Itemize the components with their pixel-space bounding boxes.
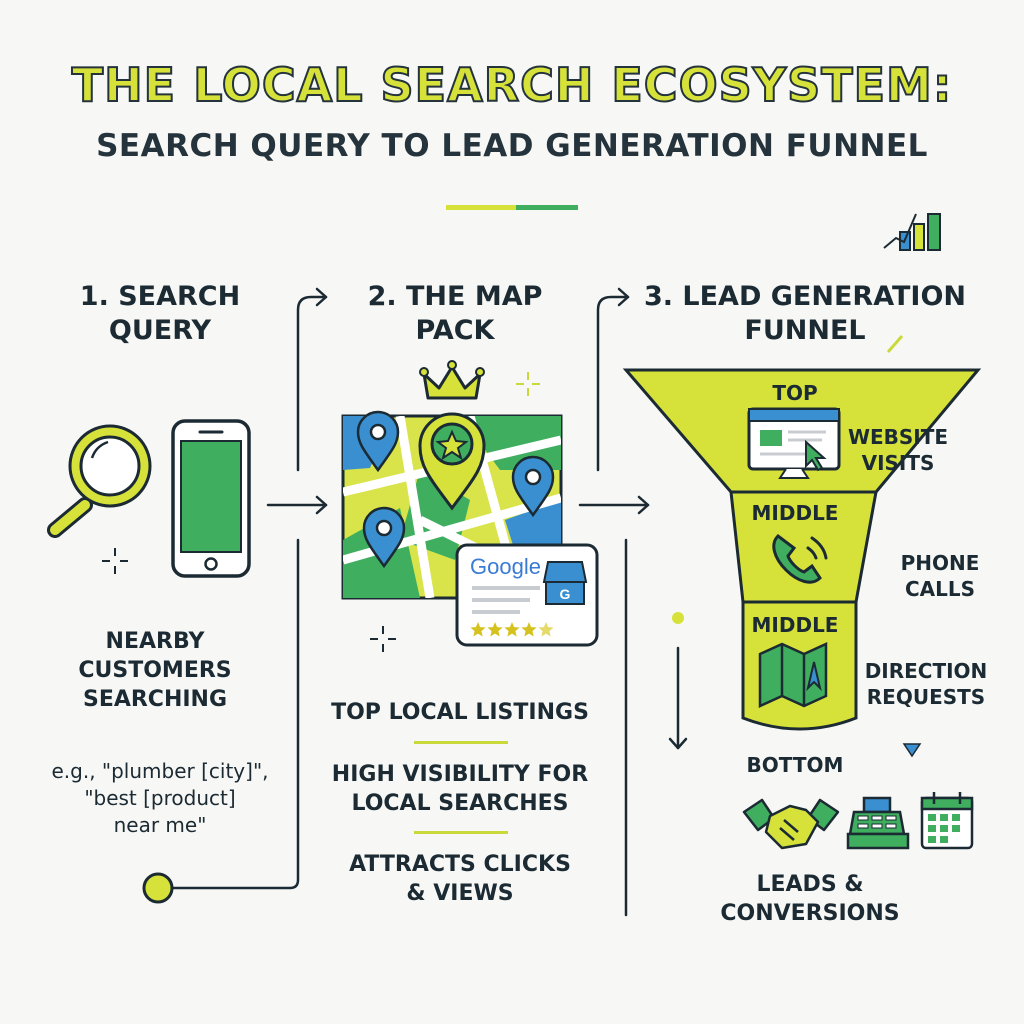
step1-example-line: "best [product] xyxy=(84,786,236,810)
step1-example-line: near me" xyxy=(113,813,207,837)
smartphone-icon xyxy=(171,419,251,578)
stage-phone-calls: PHONE CALLS xyxy=(880,550,1000,602)
step1-title-line: 1. SEARCH xyxy=(79,281,241,312)
sparkle-icon xyxy=(516,372,540,396)
benefit-divider xyxy=(414,831,508,834)
outcome-line: CONVERSIONS xyxy=(720,901,900,926)
card-badge: G xyxy=(560,586,571,602)
step3-title-line: FUNNEL xyxy=(744,315,866,346)
step1-caption: NEARBY CUSTOMERS SEARCHING xyxy=(40,627,270,714)
page-subtitle: SEARCH QUERY TO LEAD GENERATION FUNNEL xyxy=(96,128,928,164)
step1-example: e.g., "plumber [city]", "best [product] … xyxy=(30,758,290,839)
phone-icon xyxy=(772,534,828,584)
stage-side-line: PHONE xyxy=(900,551,980,575)
step2-title-line: PACK xyxy=(415,315,495,346)
rating-star xyxy=(487,622,503,637)
monitor-cursor-icon xyxy=(747,407,841,479)
funnel-stage-bottom: BOTTOM xyxy=(746,753,844,777)
outcome-line: LEADS & xyxy=(756,872,864,897)
map-pin-icon xyxy=(356,410,555,569)
step1-example-line: e.g., "plumber [city]", xyxy=(51,759,269,783)
benefit-visibility: HIGH VISIBILITY FOR LOCAL SEARCHES xyxy=(320,760,600,818)
start-dot xyxy=(142,872,174,904)
crown-icon xyxy=(419,360,485,400)
step1-caption-line: CUSTOMERS xyxy=(78,658,232,683)
calendar-icon xyxy=(920,792,974,850)
stage-direction-requests: DIRECTION REQUESTS xyxy=(855,658,997,710)
step1-title-line: QUERY xyxy=(108,315,212,346)
card-brand: Google xyxy=(470,554,541,579)
featured-pin-icon xyxy=(418,412,486,511)
step2-title-line: 2. THE MAP xyxy=(367,281,543,312)
folded-map-icon xyxy=(758,642,828,708)
stage-side-line: CALLS xyxy=(904,577,976,601)
bar-chart-icon xyxy=(883,213,941,251)
sparkle-icon xyxy=(102,548,128,574)
sparkle-icon xyxy=(370,626,396,652)
cash-register-icon xyxy=(846,796,910,850)
benefit-clicks: ATTRACTS CLICKS & VIEWS xyxy=(320,850,600,908)
benefit-line: LOCAL SEARCHES xyxy=(351,791,569,816)
benefit-line: HIGH VISIBILITY FOR xyxy=(331,762,589,787)
rating-stars xyxy=(470,622,554,637)
page-title: THE LOCAL SEARCH ECOSYSTEM: xyxy=(71,57,953,113)
benefit-line: ATTRACTS CLICKS xyxy=(349,852,571,877)
stage-side-line: VISITS xyxy=(861,451,935,475)
google-listing-card-icon xyxy=(455,543,599,647)
rating-star xyxy=(538,622,554,637)
connector-arrows xyxy=(168,287,688,917)
leads-conversions: LEADS & CONVERSIONS xyxy=(700,870,920,928)
rating-star xyxy=(504,622,520,637)
rating-star xyxy=(470,622,486,637)
rating-star xyxy=(521,622,537,637)
accent-tick xyxy=(886,335,904,353)
benefit-divider xyxy=(414,741,508,744)
title-underline xyxy=(446,205,578,210)
funnel-stage-middle: MIDDLE xyxy=(751,501,839,525)
accent-dot xyxy=(672,612,684,624)
benefit-top-listings: TOP LOCAL LISTINGS xyxy=(331,700,589,725)
stage-side-line: REQUESTS xyxy=(866,685,986,709)
stage-side-line: DIRECTION xyxy=(864,659,988,683)
step1-title: 1. SEARCH QUERY xyxy=(50,280,270,348)
stage-side-line: WEBSITE xyxy=(847,425,949,449)
accent-triangle xyxy=(902,743,922,758)
handshake-icon xyxy=(742,798,840,850)
magnifier-icon xyxy=(47,424,152,538)
step1-caption-line: SEARCHING xyxy=(82,687,228,712)
funnel-stage-top: TOP xyxy=(772,381,818,405)
funnel-stage-middle: MIDDLE xyxy=(751,613,839,637)
benefit-line: & VIEWS xyxy=(406,881,514,906)
stage-website-visits: WEBSITE VISITS xyxy=(838,424,958,476)
step1-caption-line: NEARBY xyxy=(105,629,205,654)
step3-title-line: 3. LEAD GENERATION xyxy=(643,281,967,312)
step2-title: 2. THE MAP PACK xyxy=(330,280,580,348)
step3-title: 3. LEAD GENERATION FUNNEL xyxy=(630,280,980,348)
